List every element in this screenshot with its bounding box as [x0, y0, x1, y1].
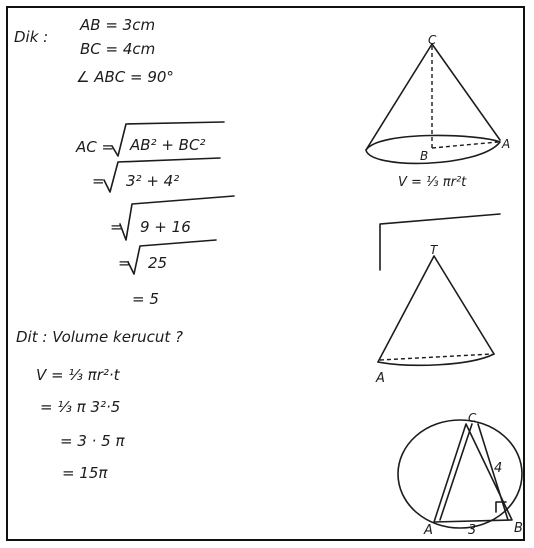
final-answer: = 15π: [62, 464, 108, 482]
cone1-slant-lines: [365, 43, 501, 151]
triangle-b-label: B: [514, 521, 523, 536]
question-label: Dit : Volume kerucut ?: [16, 328, 183, 346]
cone2-edge-label: A: [375, 371, 385, 386]
given-label: Dik :: [14, 28, 48, 46]
formula-substituted: = ⅓ π 3²·5: [40, 398, 120, 416]
radical-sign-1: [111, 121, 225, 157]
cone2-frame-lines: [379, 213, 501, 271]
step3-radicand: 9 + 16: [140, 218, 191, 236]
cone2-slant-lines: [377, 255, 495, 363]
triangle-apex-label: C: [468, 411, 477, 425]
cone1-apex-label: C: [428, 33, 437, 47]
cone2-base-arc: [377, 353, 495, 367]
step4-prefix: =: [118, 254, 131, 272]
cone1-base-ellipse: [365, 134, 501, 165]
step5-result: = 5: [132, 290, 159, 308]
given-ab: AB = 3cm: [79, 16, 155, 34]
cone1-edge-label: A: [501, 137, 510, 151]
cone1-formula: V = ⅓ πr²t: [398, 175, 467, 190]
given-bc: BC = 4cm: [80, 40, 155, 58]
formula-step: = 3 · 5 π: [60, 432, 125, 450]
radical-sign-4: [127, 239, 217, 275]
cone-diagram-2: T A: [375, 213, 501, 386]
triangle-overdraw: [439, 423, 509, 521]
triangle-side-bc: 4: [494, 461, 502, 476]
page-border: [6, 6, 525, 541]
step2-radicand: 3² + 4²: [126, 172, 179, 190]
cone-diagram-1: C B A V = ⅓ πr²t: [365, 33, 510, 190]
step2-prefix: =: [92, 172, 105, 190]
circumcircle: [397, 419, 523, 529]
cone1-radius-line: [431, 141, 499, 149]
formula-volume: V = ⅓ πr²·t: [36, 366, 121, 384]
ac-prefix: AC =: [75, 138, 114, 156]
step3-prefix: =: [110, 218, 123, 236]
given-angle: ∠ ABC = 90°: [76, 68, 174, 86]
cone2-base-chord: [379, 353, 493, 361]
right-angle-mark: [495, 501, 507, 513]
radical-sign-3: [119, 195, 235, 241]
triangle-a-label: A: [423, 523, 433, 538]
cone1-base-label: B: [420, 149, 428, 163]
step4-radicand: 25: [148, 254, 167, 272]
triangle-in-circle-diagram: C A B 3 4: [397, 411, 523, 538]
radical-sign-2: [103, 157, 221, 193]
ac-radicand: AB² + BC²: [129, 136, 205, 154]
cone2-apex-label: T: [430, 243, 439, 257]
triangle-side-ab: 3: [468, 523, 476, 538]
triangle-abc: [433, 423, 513, 523]
